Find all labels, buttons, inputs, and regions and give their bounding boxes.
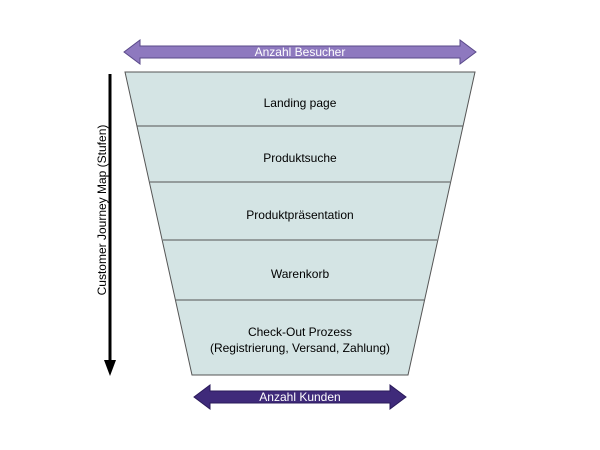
stage-produktsuche: Produktsuche	[263, 151, 337, 165]
journey-axis-label-text: Customer Journey Map (Stufen)	[95, 124, 109, 296]
customers-arrow	[193, 384, 407, 410]
customers-arrow-label: Anzahl Kunden	[259, 390, 341, 404]
stage-warenkorb: Warenkorb	[270, 267, 330, 281]
funnel-body	[124, 71, 476, 376]
stage-checkout-details: (Registrierung, Versand, Zahlung)	[209, 341, 391, 355]
stage-landing-page: Landing page	[263, 96, 337, 110]
stage-checkout: Check-Out Prozess	[247, 325, 353, 339]
journey-axis-arrowhead	[104, 360, 116, 376]
visitors-arrow	[123, 39, 477, 65]
visitors-arrow-label: Anzahl Besucher	[254, 45, 346, 59]
stage-produktpraesentation: Produktpräsentation	[246, 208, 354, 222]
